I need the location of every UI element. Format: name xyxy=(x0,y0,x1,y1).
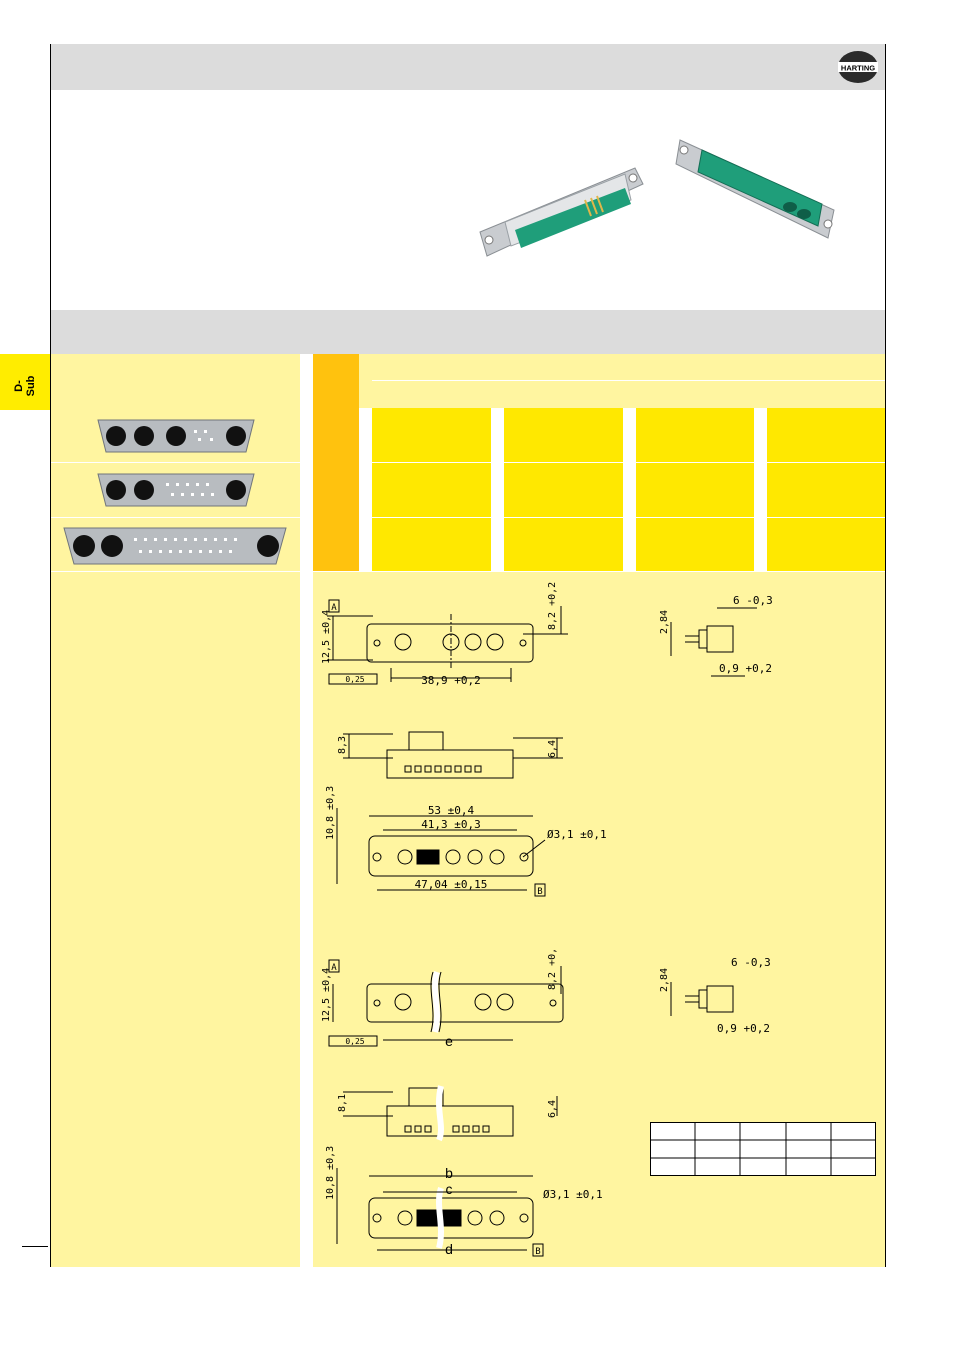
dim-label: 6 -0,3 xyxy=(733,594,773,607)
dim-label: 38,9 +0,2 xyxy=(421,674,481,687)
page-header-band xyxy=(51,44,885,90)
table-cell xyxy=(372,463,491,517)
datum-a: A xyxy=(331,963,337,973)
logo-text: HARTING xyxy=(841,64,875,73)
tol-box: 0,25 xyxy=(345,1037,364,1046)
row-divider xyxy=(51,462,300,463)
dim-label: 8,2 +0,2 xyxy=(547,582,558,630)
table-cell xyxy=(504,463,623,517)
table-cell xyxy=(767,408,885,462)
row-divider xyxy=(51,517,300,518)
table-key-column xyxy=(313,354,359,571)
dim-label: 10,8 ±0,3 xyxy=(325,786,336,840)
dim-label: 12,5 ±0,4 xyxy=(321,610,332,664)
dim-label: 2,84 xyxy=(659,968,670,992)
connector-face-image xyxy=(94,470,258,510)
dim-label: 47,04 ±0,15 xyxy=(415,878,488,891)
table-cell xyxy=(636,463,754,517)
table-cell xyxy=(767,463,885,517)
datum-b: B xyxy=(535,1247,540,1257)
dim-label: 8,3 xyxy=(337,736,348,754)
side-tab: D-Sub xyxy=(0,354,50,410)
dim-label: 6,4 xyxy=(547,740,558,758)
dim-label: 41,3 ±0,3 xyxy=(421,818,481,831)
table-header-rule xyxy=(372,380,885,381)
dim-label: 0,9 +0,2 xyxy=(719,662,772,675)
bottom-drawing-group: A 0,25 B e b c d 12,5 ±0,4 8,2 +0,2 8,1 … xyxy=(321,950,771,1257)
table-cell xyxy=(504,408,623,462)
dim-label: 53 ±0,4 xyxy=(428,804,475,817)
side-tab-label: D-Sub xyxy=(13,375,37,397)
connector-face-image xyxy=(60,524,290,568)
table-cell xyxy=(636,518,754,571)
datum-a: A xyxy=(331,603,337,613)
table-cell xyxy=(372,518,491,571)
dim-label: Ø3,1 ±0,1 xyxy=(543,1188,603,1201)
table-header-row xyxy=(313,354,885,408)
connector-face-image xyxy=(94,416,258,456)
harting-logo: HARTING xyxy=(836,50,880,84)
dim-label: 8,1 xyxy=(337,1094,348,1112)
page-rule xyxy=(22,1246,48,1247)
dim-label: Ø3,1 ±0,1 xyxy=(547,828,607,841)
dim-letter-e: e xyxy=(445,1033,453,1049)
dim-letter-d: d xyxy=(445,1241,453,1257)
dim-label: 12,5 ±0,4 xyxy=(321,968,332,1022)
dim-label: 6,4 xyxy=(547,1100,558,1118)
table-cell xyxy=(372,408,491,462)
top-drawing-group: A 0,25 B 38,9 +0,2 12,5 ±0,4 8,2 +0,2 8,… xyxy=(321,582,773,897)
right-frame-line xyxy=(885,44,886,1267)
product-photo-front xyxy=(475,160,645,265)
dim-label: 10,8 ±0,3 xyxy=(325,1146,336,1200)
dim-label: 2,84 xyxy=(659,610,670,634)
dim-label: 8,2 +0,2 xyxy=(547,950,558,990)
row-divider xyxy=(51,571,300,572)
dim-label: 0,9 +0,2 xyxy=(717,1022,770,1035)
datum-b: B xyxy=(537,887,542,897)
dim-letter-b: b xyxy=(445,1165,453,1181)
section-header-band xyxy=(51,310,885,354)
product-photo-back xyxy=(672,134,842,242)
dim-label: 6 -0,3 xyxy=(731,956,771,969)
tol-box: 0,25 xyxy=(345,675,364,684)
left-frame-line xyxy=(50,44,51,1267)
table-cell xyxy=(767,518,885,571)
table-cell xyxy=(504,518,623,571)
table-cell xyxy=(636,408,754,462)
dim-letter-c: c xyxy=(446,1181,453,1197)
dimension-table xyxy=(650,1122,876,1176)
